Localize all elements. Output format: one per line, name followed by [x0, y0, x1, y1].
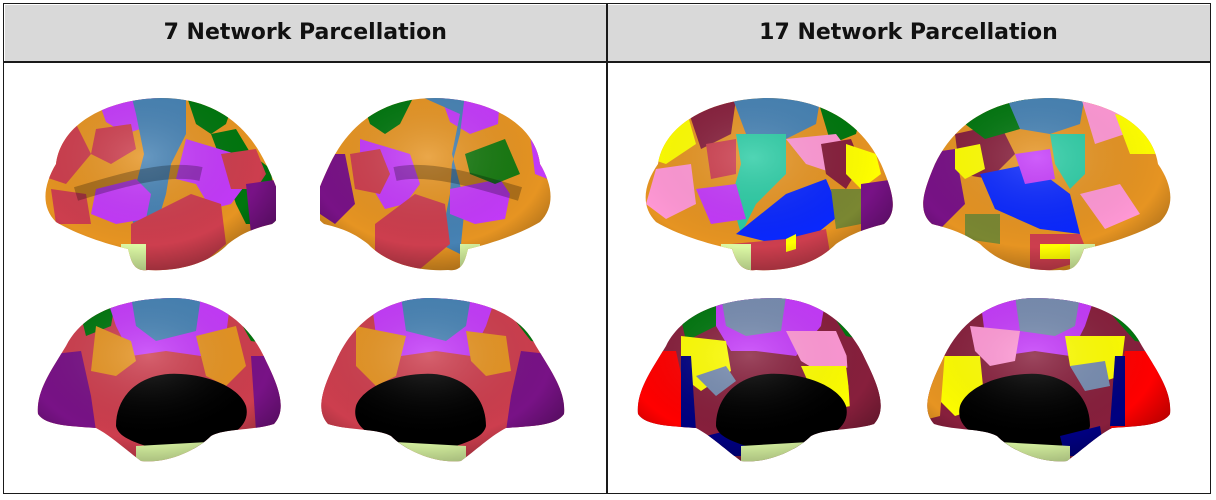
- brain-17net-left-lateral: [645, 98, 893, 271]
- brain-7net-left-medial: [37, 298, 281, 462]
- brain-17net-left-medial: [637, 298, 881, 462]
- column-divider: [606, 3, 608, 494]
- panel-title-17-network: 17 Network Parcellation: [607, 4, 1210, 61]
- panel-title-7-network: 7 Network Parcellation: [4, 4, 606, 61]
- brain-7net-left-lateral: [45, 98, 276, 271]
- brain-17net-right-medial: [927, 298, 1171, 462]
- brain-17net-right-lateral: [923, 98, 1171, 271]
- header-divider: [3, 61, 1211, 63]
- brain-7net-right-lateral: [320, 98, 551, 271]
- brain-7net-right-medial: [321, 298, 565, 462]
